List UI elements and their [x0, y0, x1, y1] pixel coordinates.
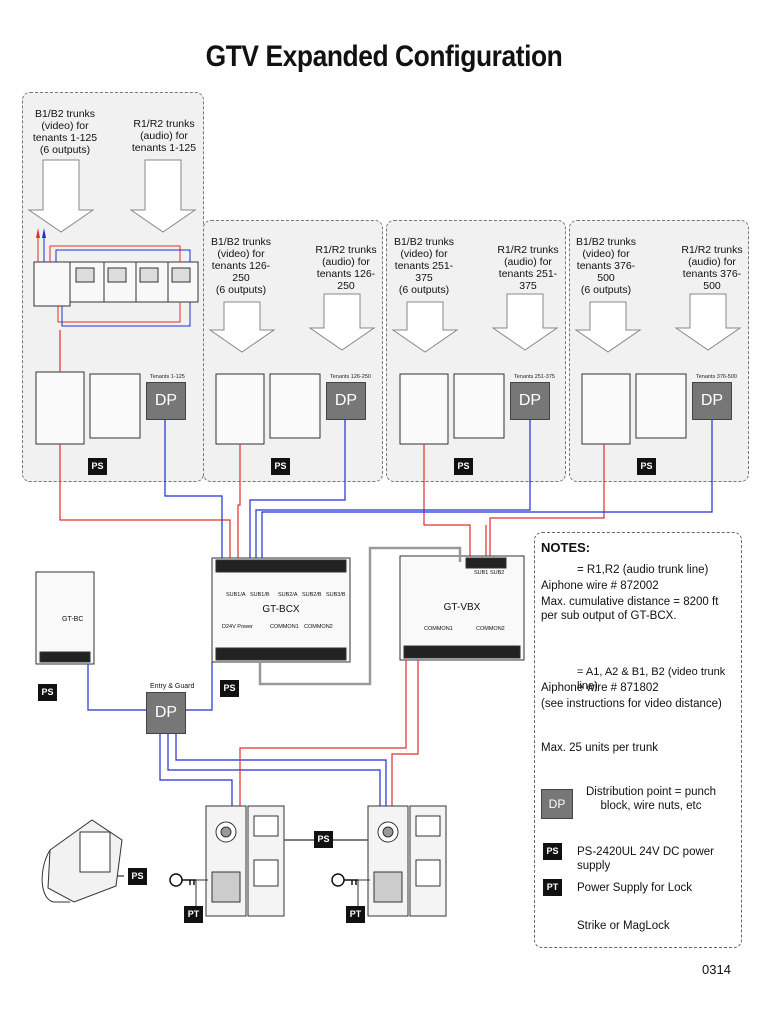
note-blue-line: = R1,R2 (audio trunk line)	[577, 564, 709, 576]
audio-trunk-label-2: R1/R2 trunks (audio) for tenants 126-250	[315, 244, 377, 292]
gt-bcx-sub1a: SUB1/A	[226, 592, 246, 598]
entry-guard-label: Entry & Guard	[150, 683, 195, 690]
tenant-tag-4: Tenants 376-500	[696, 374, 737, 380]
gt-vbx-common1: COMMON1	[424, 626, 453, 632]
pt-tag-1: PT	[184, 906, 203, 923]
dp-entry-guard: DP	[146, 692, 186, 734]
tenant-tag-2: Tenants 126-250	[330, 374, 371, 380]
note-blue-dist: Max. cumulative distance = 8200 ft per s…	[541, 596, 719, 622]
ps-tag-gt-bcx: PS	[220, 680, 239, 697]
ps-tag-panels: PS	[314, 831, 333, 848]
gt-bc-label: GT-BC	[62, 616, 84, 623]
page-title: GTV Expanded Configuration	[205, 40, 563, 73]
gt-bcx-power: D24V Power	[222, 624, 253, 630]
lock-strike-2	[331, 873, 370, 887]
gt-vbx-label: GT-VBX	[443, 602, 481, 613]
video-trunk-label-1: B1/B2 trunks (video) for tenants 1-125 (…	[32, 108, 98, 156]
gt-bcx-sub2a: SUB2/A	[278, 592, 298, 598]
note-dp-desc: Distribution point = punch block, wire n…	[585, 786, 717, 812]
gt-bcx-device	[211, 557, 351, 663]
gt-bcx-sub1b: SUB1/B	[250, 592, 270, 598]
ps-tag-group-2: PS	[271, 458, 290, 475]
gt-vbx-common2: COMMON2	[476, 626, 505, 632]
ps-tag-group-1: PS	[88, 458, 107, 475]
down-arrow-video-1	[27, 159, 95, 233]
gt-bcx-sub2b: SUB2/B	[302, 592, 322, 598]
gt-vbx-sub1: SUB1	[474, 570, 489, 576]
dp-group-3: DP	[510, 382, 550, 420]
gt-bc-device	[35, 571, 95, 665]
down-arrow-audio-1	[129, 159, 197, 233]
down-arrow-audio-4	[674, 293, 742, 351]
down-arrow-video-2	[208, 301, 276, 353]
entry-panel-1	[205, 805, 285, 917]
notes-panel: NOTES: = R1,R2 (audio trunk line) Aiphon…	[534, 532, 742, 948]
gt-vbx-device	[399, 555, 525, 661]
legend-pt-tag: PT	[543, 879, 562, 896]
down-arrow-video-4	[574, 301, 642, 353]
note-red-line: = A1, A2 & B1, B2 (video trunk line)	[577, 666, 726, 692]
audio-trunk-label-3: R1/R2 trunks (audio) for tenants 251-375	[497, 244, 559, 292]
tenant-tag-1: Tenants 1-125	[150, 374, 185, 380]
note-red-dist: (see instructions for video distance)	[541, 698, 722, 710]
gt-bcx-label: GT-BCX	[262, 604, 300, 615]
ps-tag-gt-bc: PS	[38, 684, 57, 701]
audio-trunk-label-4: R1/R2 trunks (audio) for tenants 376-500	[681, 244, 743, 292]
down-arrow-video-3	[391, 301, 459, 353]
dp-group-1: DP	[146, 382, 186, 420]
gt-bcx-common2: COMMON2	[304, 624, 333, 630]
tenant-tag-3: Tenants 251-375	[514, 374, 555, 380]
entry-panel-2	[367, 805, 447, 917]
guard-phone	[41, 819, 123, 903]
audio-trunk-label-1: R1/R2 trunks (audio) for tenants 1-125	[131, 118, 197, 154]
page-code: 0314	[702, 962, 731, 977]
gt-bcx-common1: COMMON1	[270, 624, 299, 630]
video-trunk-label-4: B1/B2 trunks (video) for tenants 376-500…	[575, 236, 637, 296]
video-distributor-stack	[33, 261, 199, 307]
note-red-wire: Aiphone wire # 871802	[541, 682, 659, 694]
note-lock-desc: Strike or MagLock	[577, 920, 670, 932]
notes-heading: NOTES:	[541, 540, 591, 555]
legend-dp-box: DP	[541, 789, 573, 819]
ps-tag-group-3: PS	[454, 458, 473, 475]
lock-strike-1	[169, 873, 208, 887]
pt-tag-2: PT	[346, 906, 365, 923]
gt-vbx-sub2: SUB2	[490, 570, 505, 576]
down-arrow-audio-2	[308, 293, 376, 351]
gt-bcx-sub3b: SUB3/B	[326, 592, 346, 598]
note-pt-desc: Power Supply for Lock	[577, 882, 693, 894]
dp-group-2: DP	[326, 382, 366, 420]
legend-ps-tag: PS	[543, 843, 562, 860]
note-blue-wire: Aiphone wire # 872002	[541, 580, 659, 592]
note-max-units: Max. 25 units per trunk	[541, 742, 658, 754]
video-trunk-label-2: B1/B2 trunks (video) for tenants 126-250…	[210, 236, 272, 296]
down-arrow-audio-3	[491, 293, 559, 351]
ps-tag-phone: PS	[128, 868, 147, 885]
video-trunk-label-3: B1/B2 trunks (video) for tenants 251-375…	[393, 236, 455, 296]
note-ps-desc: PS-2420UL 24V DC power supply	[577, 846, 715, 872]
ps-tag-group-4: PS	[637, 458, 656, 475]
dp-group-4: DP	[692, 382, 732, 420]
